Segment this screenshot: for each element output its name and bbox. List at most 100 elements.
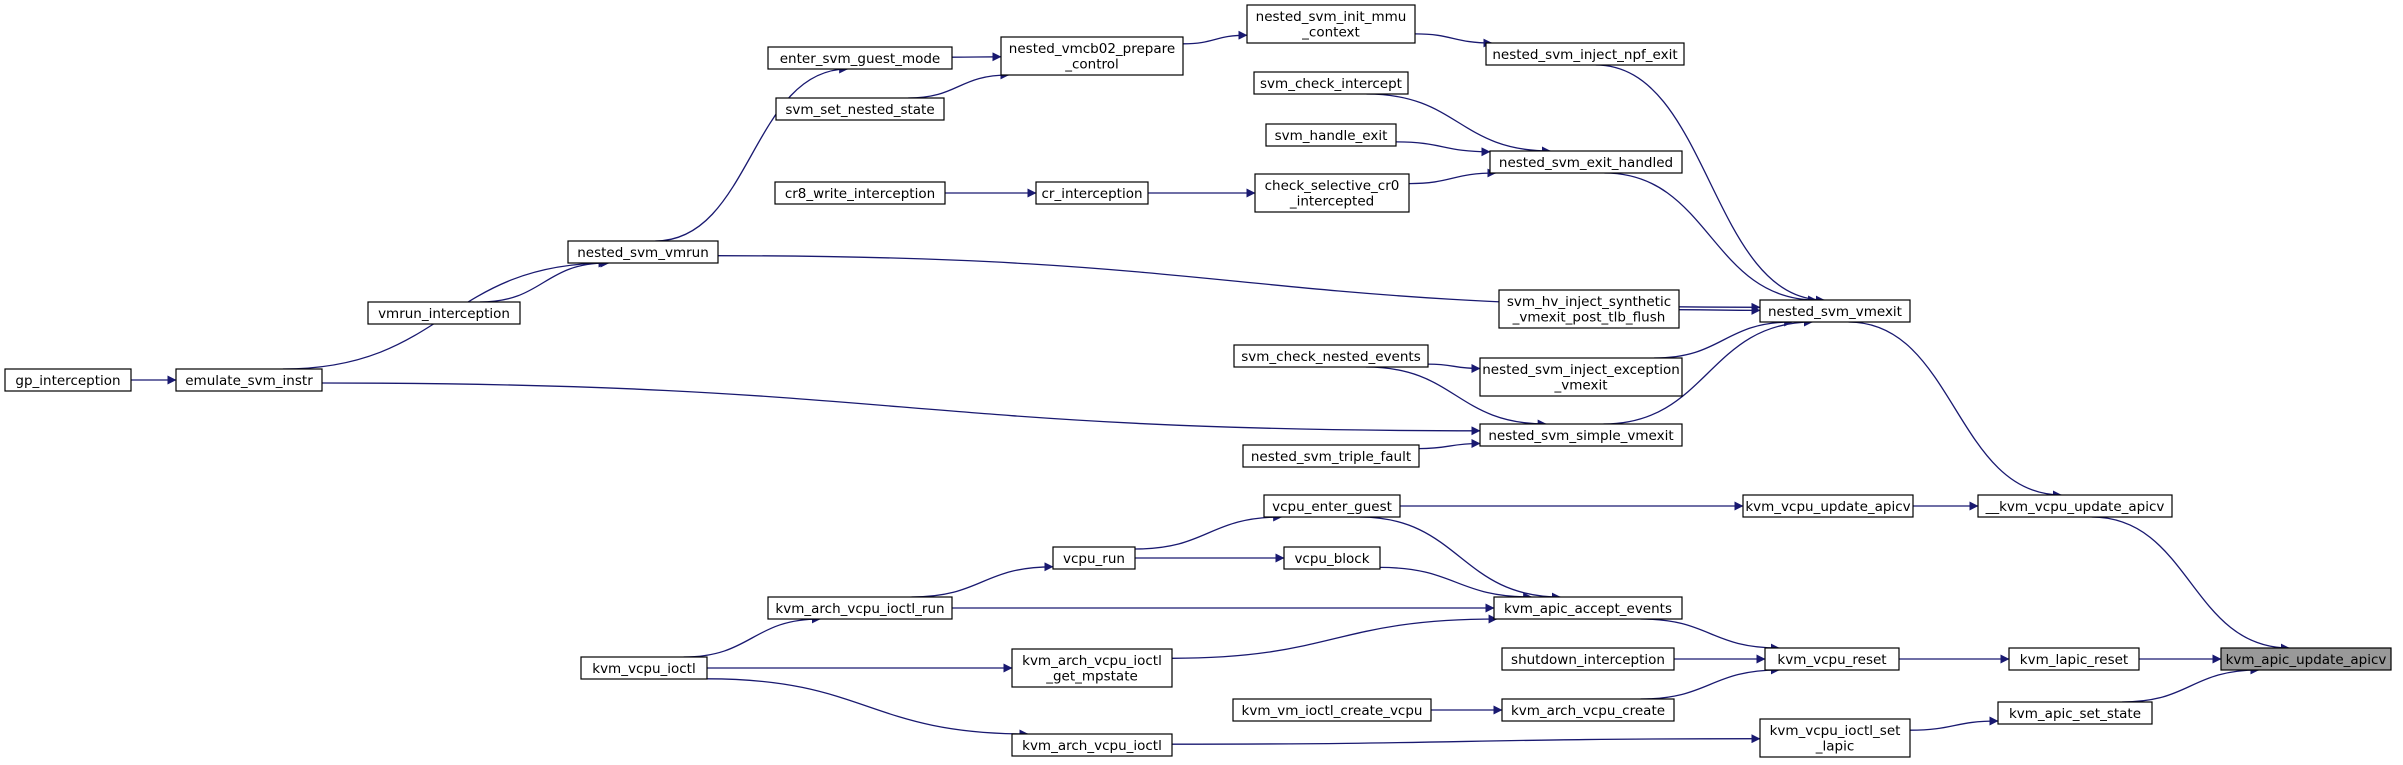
edge-vmrun_interception-to-nested_svm_vmrun — [479, 258, 608, 303]
node-kvm_apic_accept_events[interactable]: kvm_apic_accept_events — [1493, 596, 1683, 620]
node-label: kvm_arch_vcpu_ioctl_run — [775, 601, 944, 617]
node-label: vcpu_enter_guest — [1272, 499, 1392, 515]
node-box — [1742, 494, 1914, 518]
node-check_selective_cr0_intercepted[interactable]: check_selective_cr0_intercepted — [1254, 173, 1410, 213]
node-label: kvm_arch_vcpu_create — [1511, 703, 1665, 719]
node-svm_set_nested_state[interactable]: svm_set_nested_state — [775, 97, 945, 121]
node-box — [1479, 357, 1683, 397]
edge-__kvm_vcpu_update_apicv-to-kvm_apic_update_apicv — [2091, 516, 2290, 653]
node-box — [1254, 173, 1410, 213]
node-nested_vmcb02_prepare_control[interactable]: nested_vmcb02_prepare_control — [1000, 36, 1184, 76]
node-kvm_arch_vcpu_ioctl_get_mpstate[interactable]: kvm_arch_vcpu_ioctl_get_mpstate — [1011, 648, 1173, 688]
node-nested_svm_inject_exception_vmexit[interactable]: nested_svm_inject_exception_vmexit — [1479, 357, 1683, 397]
edge-kvm_arch_vcpu_ioctl_run-to-vcpu_run — [911, 562, 1054, 598]
node-label: _vmexit — [1554, 378, 1608, 394]
node-enter_svm_guest_mode[interactable]: enter_svm_guest_mode — [767, 46, 953, 70]
node-label: cr_interception — [1041, 186, 1142, 202]
node-label: vmrun_interception — [378, 306, 510, 322]
node-box — [1489, 150, 1683, 174]
node-box — [1759, 299, 1911, 323]
node-shutdown_interception[interactable]: shutdown_interception — [1501, 647, 1675, 671]
node-box — [1997, 701, 2153, 725]
node-label: _control — [1064, 57, 1119, 73]
node-label: kvm_vcpu_update_apicv — [1745, 499, 1910, 515]
node-cr8_write_interception[interactable]: cr8_write_interception — [774, 181, 946, 205]
node-label: kvm_vcpu_reset — [1777, 652, 1886, 668]
node-label: kvm_vcpu_ioctl — [592, 661, 695, 677]
node-label: emulate_svm_instr — [185, 373, 313, 389]
node-cr_interception[interactable]: cr_interception — [1035, 181, 1149, 205]
node-nested_svm_init_mmu_context[interactable]: nested_svm_init_mmu_context — [1246, 4, 1416, 44]
node-kvm_vcpu_update_apicv[interactable]: kvm_vcpu_update_apicv — [1742, 494, 1914, 518]
node-kvm_arch_vcpu_create[interactable]: kvm_arch_vcpu_create — [1501, 698, 1675, 722]
node-__kvm_vcpu_update_apicv[interactable]: __kvm_vcpu_update_apicv — [1977, 494, 2173, 518]
node-svm_handle_exit[interactable]: svm_handle_exit — [1265, 123, 1397, 147]
node-box — [175, 368, 323, 392]
node-label: nested_vmcb02_prepare — [1009, 41, 1175, 57]
edge-nested_svm_vmexit-to-__kvm_vcpu_update_apicv — [1848, 321, 2062, 500]
edge-svm_check_nested_events-to-nested_svm_simple_vmexit — [1365, 366, 1547, 429]
node-kvm_arch_vcpu_ioctl_run[interactable]: kvm_arch_vcpu_ioctl_run — [767, 596, 953, 620]
node-nested_svm_vmrun[interactable]: nested_svm_vmrun — [567, 240, 719, 264]
node-box — [2008, 647, 2140, 671]
node-kvm_vcpu_reset[interactable]: kvm_vcpu_reset — [1764, 647, 1900, 671]
node-label: _intercepted — [1289, 194, 1374, 210]
node-box — [567, 240, 719, 264]
edge-nested_svm_inject_exception_vmexit-to-nested_svm_vmexit — [1654, 317, 1794, 359]
node-label: kvm_apic_update_apicv — [2226, 652, 2387, 668]
edge-nested_svm_init_mmu_context-to-nested_svm_inject_npf_exit — [1414, 33, 1493, 48]
node-label: svm_check_intercept — [1260, 76, 1402, 92]
edge-svm_check_nested_events-to-nested_svm_inject_exception_vmexit — [1427, 363, 1481, 373]
node-label: kvm_apic_accept_events — [1504, 601, 1672, 617]
node-box — [1977, 494, 2173, 518]
nodes-layer: kvm_apic_update_apicv __kvm_vcpu_update_a… — [4, 4, 2392, 758]
node-box — [1283, 546, 1381, 570]
node-kvm_apic_set_state[interactable]: kvm_apic_set_state — [1997, 701, 2153, 725]
edge-svm_hv_inject_synthetic-to-nested_svm_vmexit — [1678, 305, 1761, 315]
node-label: nested_svm_inject_exception — [1482, 362, 1680, 378]
node-box — [767, 596, 953, 620]
node-label: kvm_vm_ioctl_create_vcpu — [1242, 703, 1423, 719]
node-vcpu_block[interactable]: vcpu_block — [1283, 546, 1381, 570]
node-kvm_arch_vcpu_ioctl[interactable]: kvm_arch_vcpu_ioctl — [1011, 733, 1173, 757]
node-label: __kvm_vcpu_update_apicv — [1985, 499, 2165, 515]
node-vmrun_interception[interactable]: vmrun_interception — [367, 301, 521, 325]
node-label: kvm_vcpu_ioctl_set — [1770, 723, 1901, 739]
node-nested_svm_simple_vmexit[interactable]: nested_svm_simple_vmexit — [1479, 423, 1683, 447]
node-kvm_lapic_reset[interactable]: kvm_lapic_reset — [2008, 647, 2140, 671]
node-vcpu_enter_guest[interactable]: vcpu_enter_guest — [1263, 494, 1401, 518]
node-kvm_apic_update_apicv[interactable]: kvm_apic_update_apicv — [2220, 647, 2392, 671]
node-kvm_vm_ioctl_create_vcpu[interactable]: kvm_vm_ioctl_create_vcpu — [1232, 698, 1432, 722]
node-box — [1253, 71, 1409, 95]
node-nested_svm_triple_fault[interactable]: nested_svm_triple_fault — [1242, 444, 1420, 468]
node-svm_hv_inject_synthetic[interactable]: svm_hv_inject_synthetic_vmexit_post_tlb_… — [1498, 289, 1680, 329]
node-label: enter_svm_guest_mode — [780, 51, 940, 67]
edge-nested_svm_exit_handled-to-nested_svm_vmexit — [1604, 172, 1818, 305]
node-label: svm_set_nested_state — [785, 102, 934, 118]
node-label: kvm_arch_vcpu_ioctl — [1022, 653, 1162, 669]
node-label: svm_handle_exit — [1275, 128, 1388, 144]
edge-kvm_vcpu_ioctl_set_lapic-to-kvm_apic_set_state — [1909, 716, 1999, 731]
node-label: _get_mpstate — [1045, 669, 1138, 685]
node-label: nested_svm_triple_fault — [1251, 449, 1411, 465]
node-label: nested_svm_inject_npf_exit — [1492, 47, 1677, 63]
node-label: vcpu_block — [1294, 551, 1369, 567]
node-label: check_selective_cr0 — [1265, 178, 1400, 194]
node-kvm_vcpu_ioctl_set_lapic[interactable]: kvm_vcpu_ioctl_set_lapic — [1759, 718, 1911, 758]
node-nested_svm_inject_npf_exit[interactable]: nested_svm_inject_npf_exit — [1485, 42, 1685, 66]
node-vcpu_run[interactable]: vcpu_run — [1052, 546, 1136, 570]
node-kvm_vcpu_ioctl[interactable]: kvm_vcpu_ioctl — [580, 656, 708, 680]
edge-emulate_svm_instr-to-nested_svm_simple_vmexit — [321, 382, 1481, 436]
node-label: _vmexit_post_tlb_flush — [1512, 310, 1666, 326]
node-nested_svm_exit_handled[interactable]: nested_svm_exit_handled — [1489, 150, 1683, 174]
node-label: kvm_apic_set_state — [2009, 706, 2141, 722]
node-gp_interception[interactable]: gp_interception — [4, 368, 132, 392]
node-label: kvm_arch_vcpu_ioctl — [1022, 738, 1162, 754]
node-nested_svm_vmexit[interactable]: nested_svm_vmexit — [1759, 299, 1911, 323]
edge-kvm_arch_vcpu_ioctl_get_mpstate-to-kvm_apic_accept_events — [1171, 614, 1498, 659]
node-svm_check_intercept[interactable]: svm_check_intercept — [1253, 71, 1409, 95]
node-emulate_svm_instr[interactable]: emulate_svm_instr — [175, 368, 323, 392]
edge-kvm_vcpu_ioctl-to-kvm_arch_vcpu_ioctl — [706, 678, 1029, 739]
node-box — [1759, 718, 1911, 758]
node-svm_check_nested_events[interactable]: svm_check_nested_events — [1233, 344, 1429, 368]
